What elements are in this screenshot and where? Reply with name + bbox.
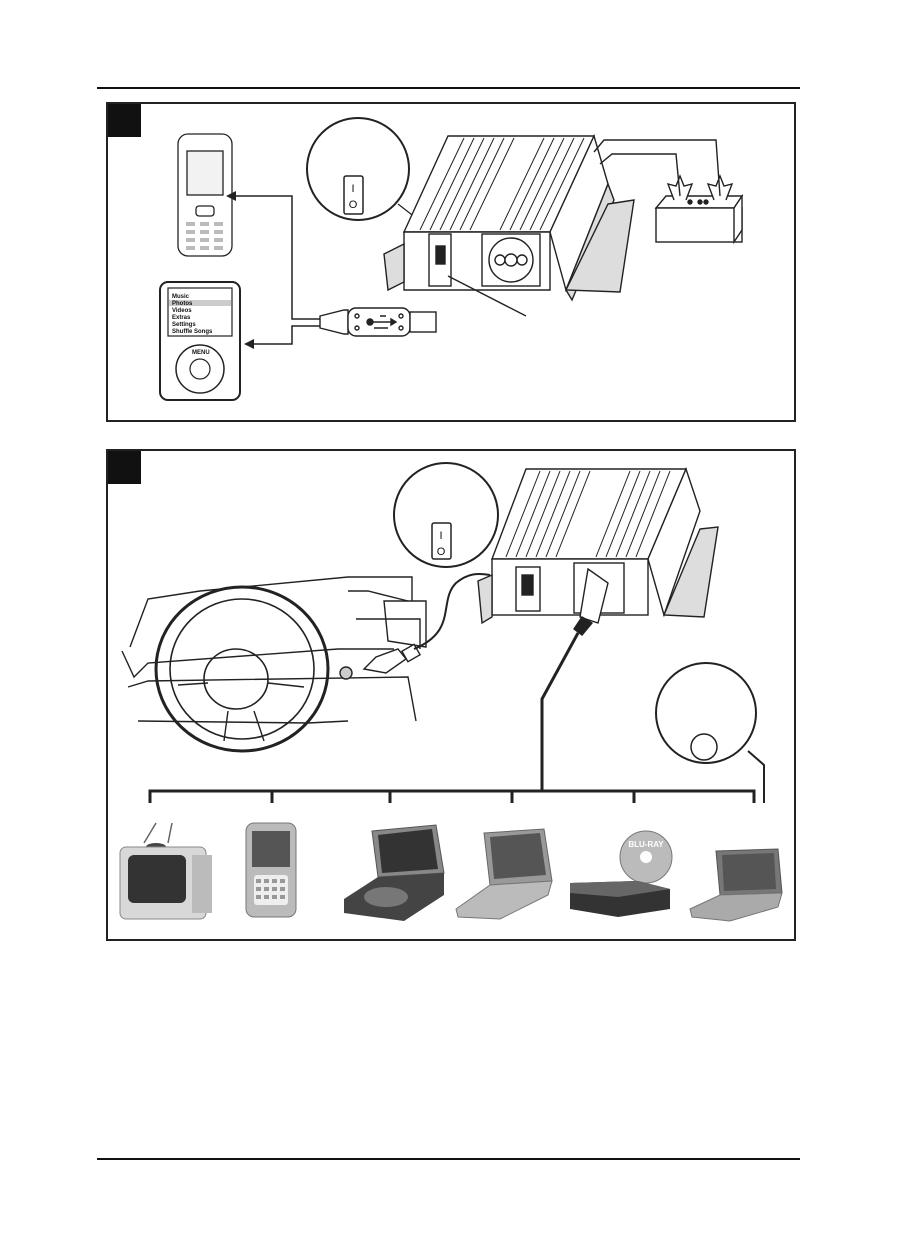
diagram-panel-car-usage: I O	[106, 449, 796, 941]
switch-off-symbol: O	[437, 546, 446, 558]
laptop-icon	[456, 829, 552, 919]
tv-icon	[120, 823, 212, 919]
diagram-panel-usb-charging: Music Photos Videos Extras Settings Shuf…	[106, 102, 796, 422]
ipod-wheel-label: MENU	[192, 350, 210, 356]
mp3-player-icon: Music Photos Videos Extras Settings Shuf…	[160, 282, 240, 400]
smartphone-icon	[246, 823, 296, 917]
battery-cable	[594, 140, 720, 196]
ipod-menu-item: Music	[172, 294, 190, 300]
switch-off-symbol: O	[349, 199, 358, 211]
usb-charging-diagram: Music Photos Videos Extras Settings Shuf…	[108, 104, 798, 424]
footer-rule	[97, 1158, 800, 1160]
netbook-icon	[690, 849, 782, 921]
arrow-head-icon	[244, 339, 254, 349]
ipod-menu-item: Settings	[172, 322, 196, 328]
bluray-label: BLU-RAY	[628, 840, 664, 849]
ipod-menu-item: Shuffle Songs	[172, 329, 213, 335]
car-battery-icon	[656, 176, 742, 242]
bluray-player-icon: BLU-RAY	[570, 831, 672, 917]
mobile-phone-icon	[178, 134, 232, 256]
switch-on-symbol: I	[351, 183, 354, 195]
ipod-menu-item: Videos	[172, 308, 192, 314]
connection-lines	[230, 196, 320, 344]
header-rule	[97, 87, 800, 89]
ipod-menu-item: Extras	[172, 315, 191, 321]
portable-dvd-player-icon	[344, 825, 444, 921]
car-usage-diagram: I O	[108, 451, 798, 943]
usb-plug-icon	[320, 308, 436, 336]
socket-zoom	[656, 663, 756, 763]
switch-on-symbol: I	[439, 530, 442, 542]
power-inverter-icon	[478, 469, 718, 635]
power-inverter-icon	[384, 136, 634, 316]
power-switch-zoom: I O	[394, 463, 498, 567]
ipod-menu-item: Photos	[172, 301, 193, 307]
